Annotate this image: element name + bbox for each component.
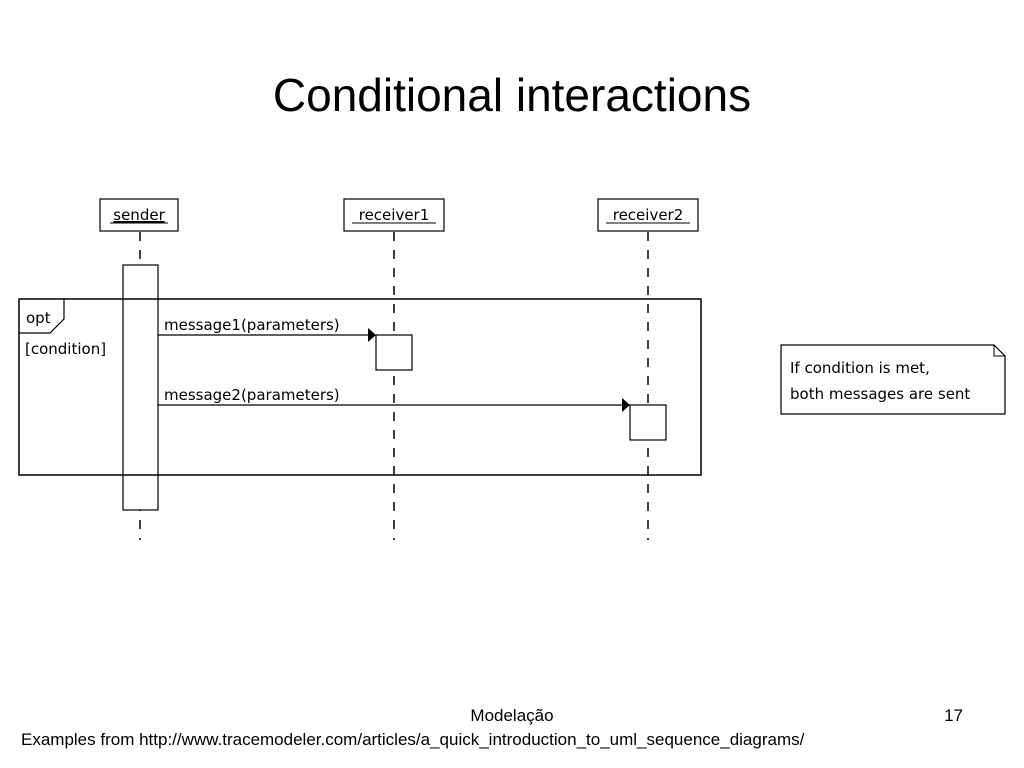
lifeline-receiver1: receiver1: [343, 198, 445, 232]
lifeline-sender: sender: [99, 198, 179, 232]
message2: message2(parameters): [158, 386, 630, 412]
activation-receiver2: [629, 404, 667, 441]
fragment-operator-tab: [19, 299, 65, 334]
opt-fragment: opt [condition]: [18, 298, 702, 476]
note: If condition is met, both messages are s…: [780, 344, 1006, 415]
lifeline-sender-label: sender: [113, 206, 165, 224]
lifeline-receiver1-label: receiver1: [359, 206, 430, 224]
message2-label: message2(parameters): [164, 386, 340, 404]
message1-label: message1(parameters): [164, 316, 340, 334]
fragment-guard: [condition]: [25, 340, 106, 358]
footer-center: Modelação: [470, 706, 554, 725]
lifeline-receiver2-label: receiver2: [613, 206, 684, 224]
page-number: 17: [944, 706, 963, 725]
lifeline-receiver2: receiver2: [597, 198, 699, 232]
note-fold-corner: [993, 345, 1005, 357]
message1-arrowhead: [368, 328, 376, 342]
slide-title: Conditional interactions: [272, 69, 752, 121]
fragment-operator: opt: [26, 309, 51, 327]
message2-arrowhead: [622, 398, 630, 412]
activation-sender: [122, 264, 159, 511]
activation-receiver1: [375, 334, 413, 371]
note-line2: both messages are sent: [790, 385, 970, 403]
message1: message1(parameters): [158, 316, 376, 342]
note-line1: If condition is met,: [790, 359, 930, 377]
source-note: Examples from http://www.tracemodeler.co…: [21, 730, 805, 749]
